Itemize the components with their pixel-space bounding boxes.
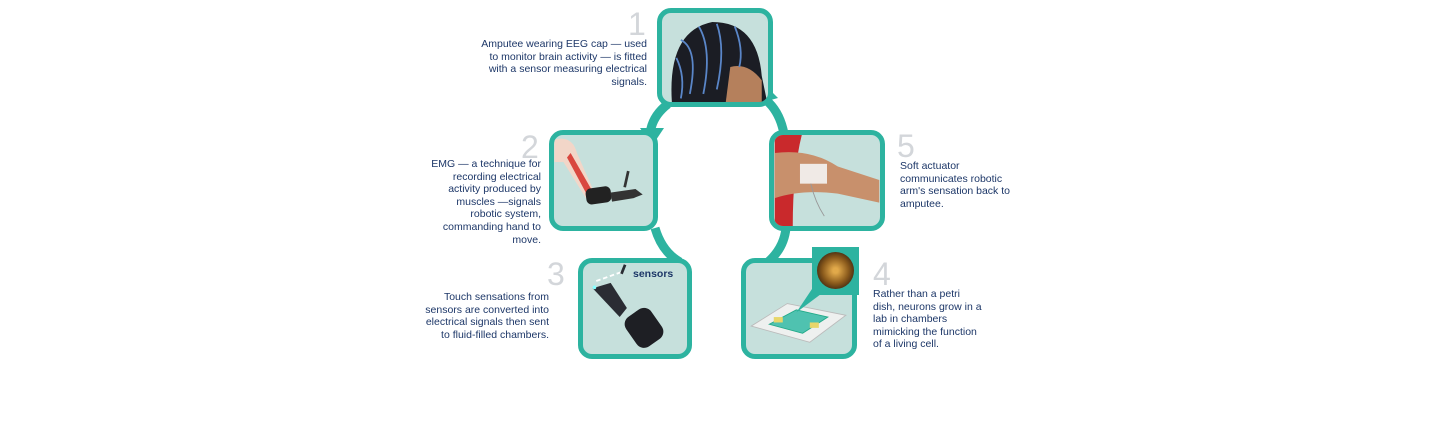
arm-soft-actuator-image — [774, 135, 880, 226]
step-2-text: EMG — a technique for recording electric… — [431, 158, 541, 246]
step-1-text: Amputee wearing EEG cap — used to monito… — [481, 38, 647, 88]
step-3-panel: sensors — [578, 258, 692, 359]
step-1-panel — [657, 8, 773, 107]
step-4-panel — [741, 258, 857, 359]
eeg-cap-head-image — [671, 21, 768, 102]
arrow-4-to-5 — [764, 227, 791, 266]
muscle-arm-robotic-hand-image — [554, 138, 643, 205]
arrow-5-to-1 — [762, 96, 789, 135]
step-2-number: 2 — [521, 129, 539, 165]
step-4-text: Rather than a petri dish, neurons grow i… — [873, 288, 982, 351]
step-5-number: 5 — [897, 128, 915, 164]
robotic-hand-sensors-image — [592, 264, 664, 348]
sensors-callout: sensors — [633, 268, 674, 280]
step-4-number: 4 — [873, 256, 891, 292]
step-3-text: Touch sensations from sensors are conver… — [425, 291, 549, 341]
neuron-inset-image — [812, 247, 859, 295]
step-3-number: 3 — [547, 256, 565, 292]
step-1-number: 1 — [628, 6, 646, 42]
step-5-text: Soft actuator communicates robotic arm's… — [900, 160, 1010, 210]
step-2-panel — [549, 130, 658, 231]
arrow-2-to-3 — [650, 226, 683, 266]
step-5-panel — [769, 130, 885, 231]
